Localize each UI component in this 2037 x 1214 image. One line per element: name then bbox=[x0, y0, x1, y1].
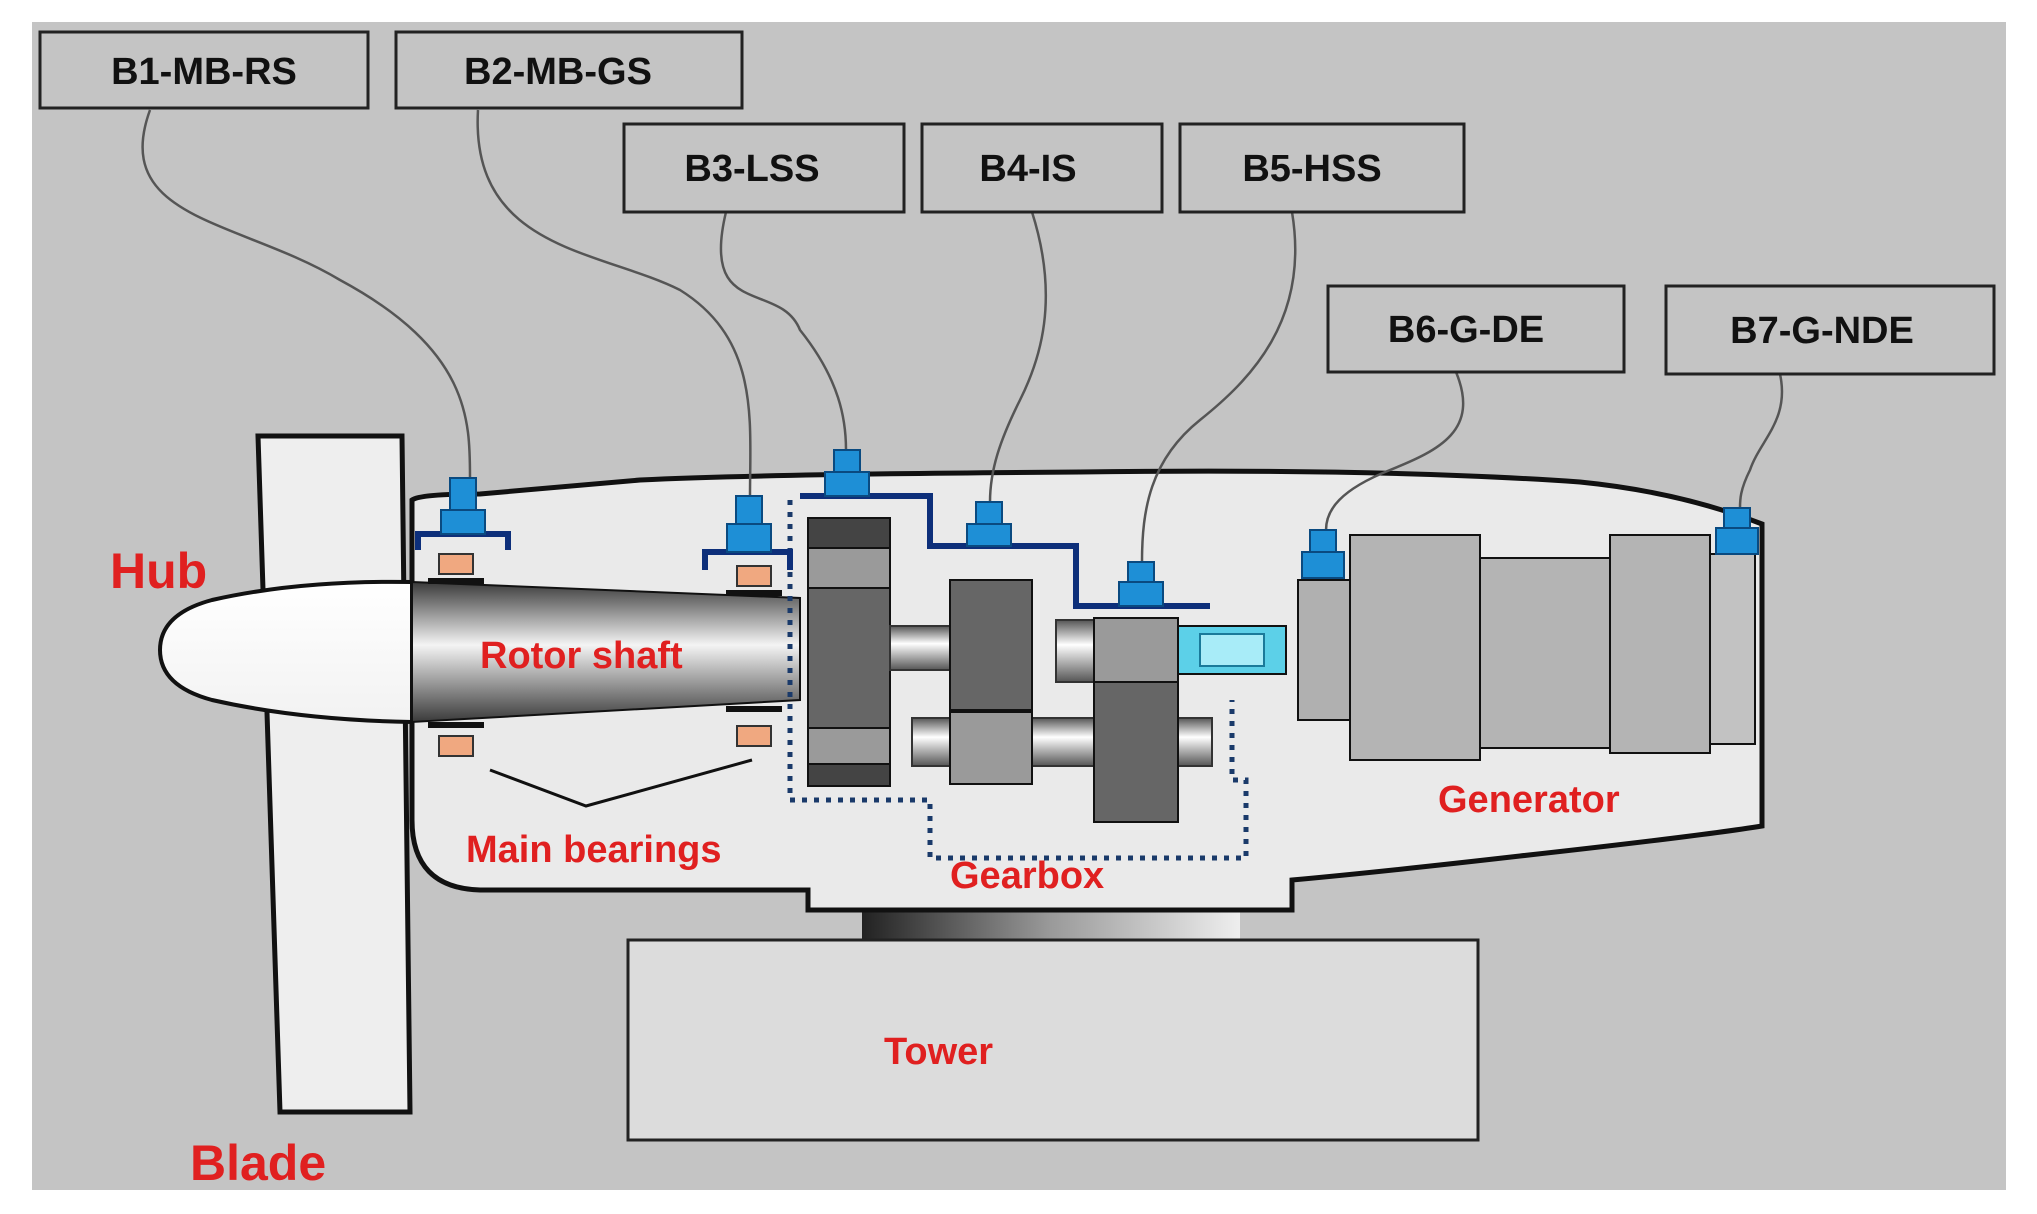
gear-stage-1-bottom bbox=[807, 763, 891, 787]
intermediate-shaft bbox=[889, 625, 951, 671]
sensor-b6 bbox=[1301, 529, 1345, 579]
sensor-b1 bbox=[440, 477, 486, 535]
sensor-label-text: B1-MB-RS bbox=[111, 51, 297, 93]
sensor-b7 bbox=[1715, 507, 1759, 555]
gearbox bbox=[787, 500, 1249, 861]
hub-label: Hub bbox=[110, 543, 207, 599]
sensor-label-b2: B2-MB-GS bbox=[394, 30, 744, 110]
component-labels: Hub Blade Rotor shaft Main bearings Gear… bbox=[110, 543, 1620, 1191]
sensors bbox=[440, 449, 1759, 607]
cable-b7 bbox=[1738, 373, 1784, 509]
sensor-label-text: B4-IS bbox=[979, 148, 1076, 190]
sensor-label-text: B2-MB-GS bbox=[464, 51, 652, 93]
gear-stage-1-lower bbox=[807, 727, 891, 765]
bearing-pad bbox=[438, 735, 474, 757]
main-bearings bbox=[428, 553, 782, 808]
generator-de-end bbox=[1297, 579, 1351, 721]
generator-block-3 bbox=[1609, 534, 1711, 754]
generator-nde-end bbox=[1709, 553, 1756, 745]
sensor-label-b7: B7-G-NDE bbox=[1664, 284, 1996, 376]
bearing-bar bbox=[726, 590, 782, 596]
sensor-label-text: B7-G-NDE bbox=[1730, 310, 1914, 352]
sensor-b5 bbox=[1118, 561, 1164, 607]
cable-b2 bbox=[476, 109, 752, 497]
tower-neck bbox=[862, 908, 1240, 940]
hub-nose-cone bbox=[157, 579, 414, 725]
main-bearings-leader-lines bbox=[489, 758, 753, 808]
tower bbox=[626, 908, 1480, 1142]
rotor-shaft-label: Rotor shaft bbox=[480, 635, 683, 677]
gear-stage-1-top bbox=[807, 517, 891, 549]
high-speed-coupling-inner bbox=[1199, 633, 1265, 667]
tower-label: Tower bbox=[884, 1031, 993, 1073]
sensor-label-b1: B1-MB-RS bbox=[38, 30, 370, 110]
bearing-pad bbox=[438, 553, 474, 575]
gear-stage-2 bbox=[949, 579, 1033, 711]
cable-b3 bbox=[719, 211, 848, 451]
main-bearings-label: Main bearings bbox=[466, 829, 722, 871]
gearbox-boundary-dotted bbox=[787, 500, 1249, 861]
bearing-bar bbox=[428, 578, 484, 584]
gear-stage-3-upper bbox=[1093, 617, 1179, 683]
sensor-label-b5: B5-HSS bbox=[1178, 122, 1466, 214]
bearing-pad bbox=[736, 725, 772, 747]
sensor-label-text: B5-HSS bbox=[1242, 148, 1381, 190]
sensor-b2 bbox=[726, 495, 772, 553]
cable-b1 bbox=[141, 109, 472, 479]
sensor-b4 bbox=[966, 501, 1012, 547]
blade-label: Blade bbox=[190, 1135, 326, 1191]
generator-block-1 bbox=[1349, 534, 1481, 761]
sensor-label-b3: B3-LSS bbox=[622, 122, 906, 214]
gear-stage-3-main bbox=[1093, 681, 1179, 823]
generator bbox=[1297, 534, 1756, 761]
gear-stage-1-main bbox=[807, 587, 891, 729]
bearing-bar bbox=[428, 722, 484, 728]
sensor-label-b6: B6-G-DE bbox=[1326, 284, 1626, 374]
sensor-cables bbox=[141, 109, 1784, 563]
cable-b6 bbox=[1324, 371, 1465, 531]
generator-label: Generator bbox=[1438, 779, 1620, 821]
sensor-label-b4: B4-IS bbox=[920, 122, 1164, 214]
cable-b4 bbox=[988, 211, 1048, 503]
sensor-label-text: B6-G-DE bbox=[1388, 309, 1544, 351]
bearing-bar bbox=[726, 706, 782, 712]
bearing-pad bbox=[736, 565, 772, 587]
sensor-label-text: B3-LSS bbox=[684, 148, 819, 190]
gearbox-label: Gearbox bbox=[950, 855, 1104, 897]
rotor-shaft bbox=[411, 580, 801, 724]
blade bbox=[255, 433, 413, 1115]
sensor-labels: B1-MB-RS B2-MB-GS B3-LSS B4-IS B5-HSS B6… bbox=[38, 30, 1996, 376]
tower-body bbox=[626, 938, 1480, 1142]
gear-stage-1-upper bbox=[807, 547, 891, 589]
sensor-b3 bbox=[824, 449, 870, 497]
cable-b5 bbox=[1140, 211, 1297, 563]
generator-block-2 bbox=[1479, 557, 1611, 749]
upper-shaft-cap bbox=[1055, 619, 1097, 683]
gear-stage-3-lower bbox=[949, 711, 1033, 785]
